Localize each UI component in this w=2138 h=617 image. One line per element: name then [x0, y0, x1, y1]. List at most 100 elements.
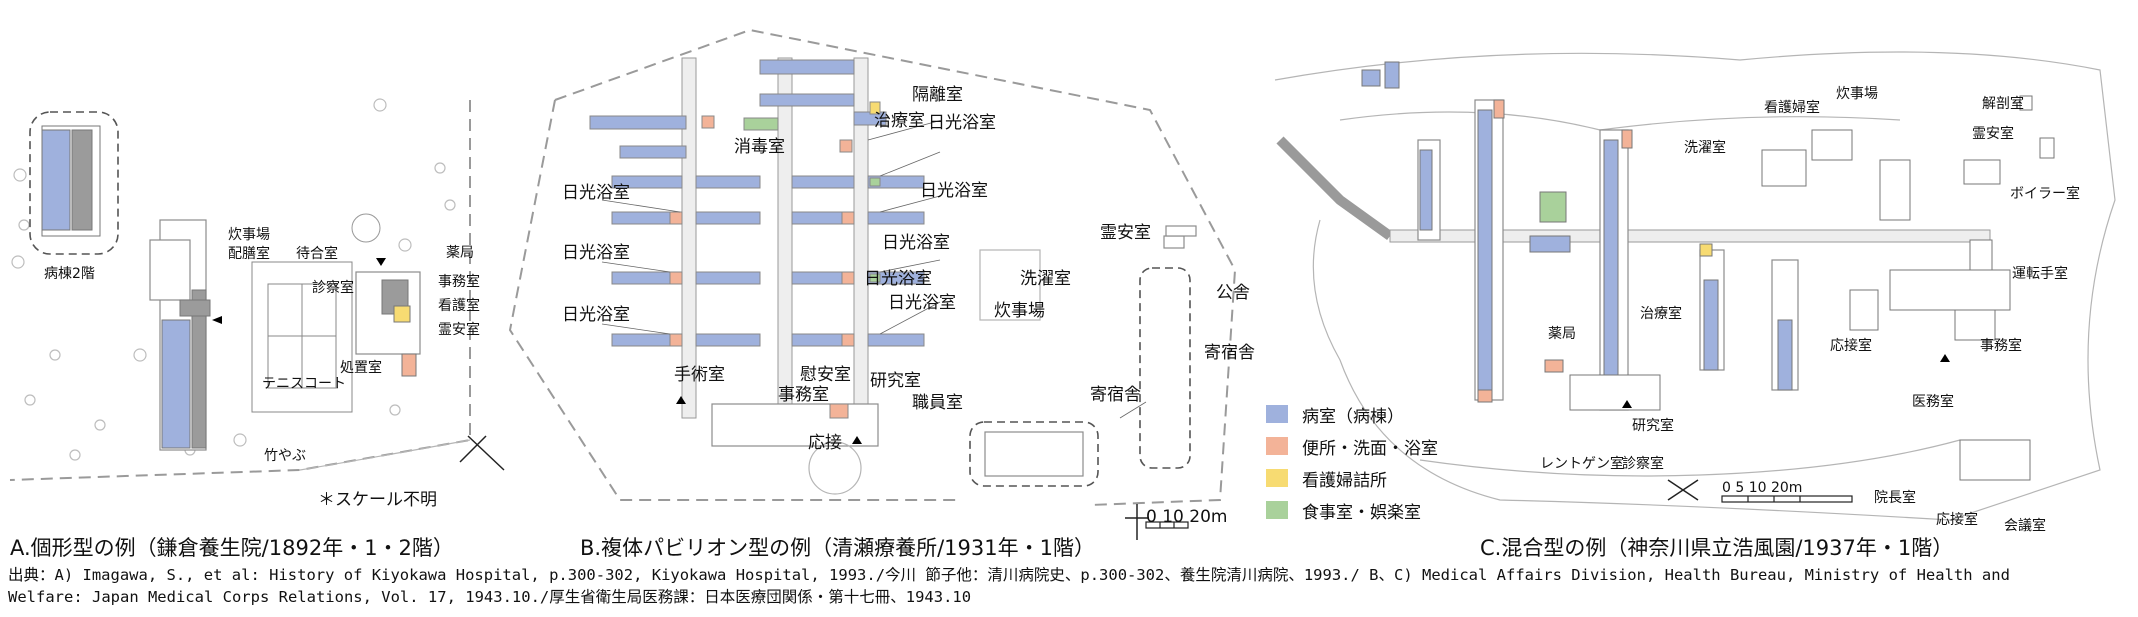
ward-1f-rooms: [161, 319, 191, 449]
label-nurse-c: 看護婦室: [1764, 99, 1820, 116]
label-pharmacy-c: 薬局: [1548, 326, 1576, 342]
label-office-c: 事務室: [1980, 337, 2022, 354]
label-surgery: 手術室: [674, 365, 725, 385]
entrance-marker-a2: [376, 258, 386, 266]
ward-2f-rooms: [41, 129, 71, 231]
plan-b: 隔離室 治療室 消毒室 日光浴室 日光浴室 日光浴室 日光浴室 日光浴室 日光浴…: [508, 28, 1255, 540]
entrance-marker-c1: [1622, 400, 1632, 408]
toilet-a: [401, 353, 417, 377]
label-xray: レントゲン室: [1540, 455, 1624, 472]
label-sun6: 日光浴室: [864, 269, 932, 289]
ward-blocks-c: [1417, 99, 1799, 411]
label-reception-b: 応接: [808, 433, 842, 453]
label-exam-a: 診察室: [312, 279, 354, 296]
label-office-a: 事務室: [438, 273, 480, 290]
label-mortuary-a: 霊安室: [438, 321, 480, 338]
source-citation: 出典：A) Imagawa, S., et al: History of Kiy…: [8, 564, 2128, 608]
legend-swatch-nurse: [1266, 469, 1288, 487]
legend-item-nurse: 看護婦詰所: [1266, 462, 1438, 494]
label-isolation: 隔離室: [912, 85, 963, 105]
scale-bar-c: [1721, 495, 1853, 503]
north-arrow-a: [459, 435, 505, 471]
admin-building-b: [711, 403, 879, 447]
label-meeting: 会議室: [2004, 517, 2046, 534]
legend-swatch-dining: [1266, 501, 1288, 519]
scale-note-a: ＊スケール不明: [318, 490, 437, 510]
plan-a-road: [299, 439, 471, 471]
label-driver: 運転手室: [2012, 265, 2068, 282]
dorm-outline-b: [1139, 267, 1191, 469]
legend-item-ward: 病室（病棟）: [1266, 398, 1438, 430]
caption-plan-b: B.複体パビリオン型の例（清瀬療養所/1931年・1階）: [580, 536, 1095, 560]
label-therapy-b: 治療室: [874, 111, 925, 131]
legend-swatch-toilet: [1266, 437, 1288, 455]
dispensary-block: [179, 299, 211, 317]
legend-item-dining: 食事室・娯楽室: [1266, 494, 1438, 526]
corridor-b-center: [777, 57, 793, 419]
label-exam-c: 診察室: [1622, 455, 1664, 472]
label-sun7: 日光浴室: [562, 305, 630, 325]
label-boiler: ボイラー室: [2010, 185, 2080, 202]
legend-swatch-ward: [1266, 405, 1288, 423]
legend-label-nurse: 看護婦詰所: [1302, 470, 1387, 491]
scale-label-c: 0 5 10 20m: [1722, 480, 1802, 496]
label-sun1: 日光浴室: [928, 113, 996, 133]
label-road-a: 竹やぶ: [264, 448, 306, 464]
label-office-b: 事務室: [778, 385, 829, 405]
label-sun4: 日光浴室: [562, 243, 630, 263]
label-mortuary-b: 霊安室: [1100, 223, 1151, 243]
kitchen-block: [149, 239, 191, 301]
plan-a: 病棟2階 炊事場 配膳室 待合室 診察室 処置室 テニスコート 薬局 事務室 看…: [9, 98, 505, 510]
label-kitchen-a: 炊事場: [228, 227, 270, 243]
label-disinfection: 消毒室: [734, 137, 785, 157]
legend-label-toilet: 便所・洗面・浴室: [1302, 438, 1438, 459]
label-laundry-c: 洗濯室: [1684, 139, 1726, 156]
entrance-marker-b2: [852, 436, 862, 444]
label-dorm1: 寄宿舎: [1204, 343, 1255, 363]
label-reception-c: 応接室: [1830, 337, 1872, 354]
label-tennis: テニスコート: [262, 376, 346, 392]
official-residence-outline: [969, 421, 1099, 487]
label-research-b: 研究室: [870, 371, 921, 391]
label-sun8: 日光浴室: [888, 293, 956, 313]
label-kitchen-c: 炊事場: [1836, 86, 1878, 102]
label-reception2-c: 応接室: [1936, 511, 1978, 528]
nurse-room-a: [393, 305, 411, 323]
label-laundry-b: 洗濯室: [1020, 269, 1071, 289]
label-mortuary-c: 霊安室: [1972, 125, 2014, 142]
label-treatment: 処置室: [340, 359, 382, 376]
caption-plan-c: C.混合型の例（神奈川県立浩風園/1937年・1階）: [1480, 536, 1954, 560]
label-ward-2f: 病棟2階: [44, 266, 95, 282]
service-block-b: [979, 249, 1041, 321]
label-dispensary: 配膳室: [228, 245, 270, 262]
caption-plan-a: A.個形型の例（鎌倉養生院/1892年・1・2階）: [10, 536, 454, 560]
label-research-c: 研究室: [1632, 417, 1674, 434]
source-line-1: 出典：A) Imagawa, S., et al: History of Kiy…: [8, 566, 2010, 584]
plan-c-site-contour: [1274, 51, 2116, 521]
color-legend: 病室（病棟） 便所・洗面・浴室 看護婦詰所 食事室・娯楽室: [1266, 398, 1438, 526]
label-waiting: 待合室: [296, 245, 338, 262]
ward-1f-service: [191, 289, 207, 449]
entrance-marker-c2: [1940, 354, 1950, 362]
label-official: 公舎: [1216, 283, 1250, 303]
label-autopsy: 解剖室: [1982, 95, 2024, 112]
front-garden-b: [808, 441, 862, 495]
label-kitchen-b: 炊事場: [994, 301, 1045, 321]
label-recreation: 慰安室: [800, 365, 851, 385]
label-doctor: 医務室: [1912, 393, 1954, 410]
label-sun3: 日光浴室: [920, 181, 988, 201]
north-arrow-c: [1667, 479, 1699, 501]
label-nurse-a: 看護室: [438, 297, 480, 314]
official-residence: [984, 431, 1084, 477]
label-sun2: 日光浴室: [562, 183, 630, 203]
north-arrow-b: [1125, 504, 1149, 540]
entrance-road-c: [1276, 136, 1393, 241]
pond: [351, 213, 381, 243]
label-therapy-c: 治療室: [1640, 305, 1682, 322]
plan-b-site-boundary: [508, 28, 1237, 506]
label-director: 院長室: [1874, 489, 1916, 506]
ward-2f-outline: [29, 111, 119, 255]
entrance-marker-a: [212, 316, 222, 324]
scale-bar-b: [1145, 521, 1189, 529]
